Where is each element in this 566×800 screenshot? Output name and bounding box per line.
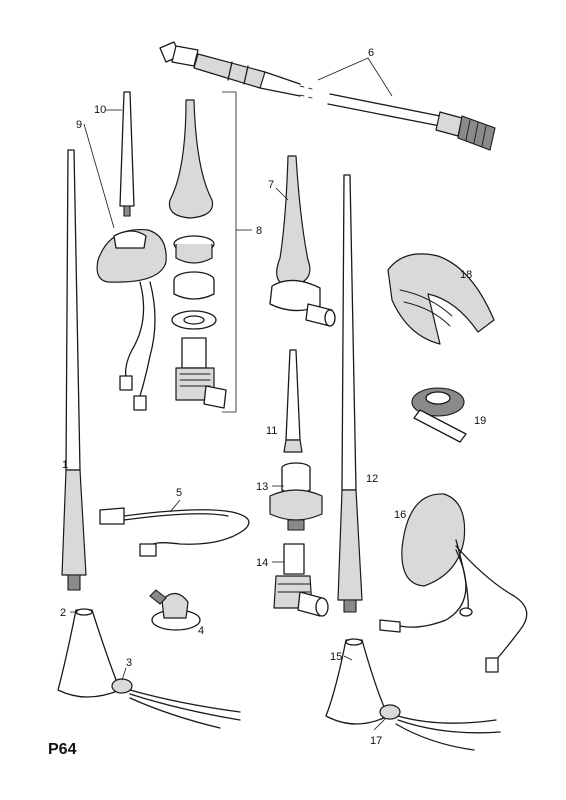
page-code: P64 [48, 741, 77, 758]
leader-15 [343, 655, 353, 661]
part-4-seal [149, 589, 201, 631]
bracket-8 [222, 91, 237, 413]
callout-15: 15 [330, 651, 342, 663]
part-19-tape-roll [411, 387, 467, 443]
part-14-angled-fitting [273, 543, 329, 617]
callout-16: 16 [394, 509, 406, 521]
callout-13: 13 [256, 481, 268, 493]
callout-9: 9 [76, 119, 82, 131]
part-9-roof-base [96, 228, 167, 411]
part-10-short-rod [119, 91, 135, 217]
callout-10: 10 [94, 104, 106, 116]
part-13-mount-head [269, 462, 323, 531]
leader-3 [121, 667, 127, 681]
callout-2: 2 [60, 607, 66, 619]
part-3-grommet-cables [111, 678, 241, 729]
callout-14: 14 [256, 557, 268, 569]
part-5-extension-cable [99, 507, 250, 557]
callout-17: 17 [370, 735, 382, 747]
leader-5 [169, 499, 181, 513]
part-6-coax-cable [159, 41, 496, 151]
callout-11: 11 [266, 425, 277, 437]
callout-19: 19 [474, 415, 486, 427]
leader-17 [373, 717, 387, 731]
callout-3: 3 [126, 657, 132, 669]
leader-7 [275, 187, 289, 201]
callout-12: 12 [366, 473, 378, 485]
leader-6 [317, 57, 393, 97]
part-11-rod-tip [283, 349, 303, 453]
callout-5: 5 [176, 487, 182, 499]
callout-8: 8 [256, 225, 262, 237]
part-18-cover [387, 253, 495, 345]
leader-9 [83, 123, 115, 229]
part-2-cone-base [57, 608, 121, 698]
part-15-cone-base [325, 638, 389, 725]
callout-7: 7 [268, 179, 274, 191]
part-7-antenna-head [269, 155, 336, 327]
part-17-grommet-cables [379, 704, 501, 751]
part-8-mast-kit [168, 99, 227, 409]
callout-1: 1 [62, 459, 68, 471]
part-16-fin-base [379, 493, 528, 673]
callout-18: 18 [460, 269, 472, 281]
callout-6: 6 [368, 47, 374, 59]
part-1-long-rod [61, 149, 87, 591]
part-12-long-rod [337, 174, 363, 613]
callout-4: 4 [198, 625, 204, 637]
